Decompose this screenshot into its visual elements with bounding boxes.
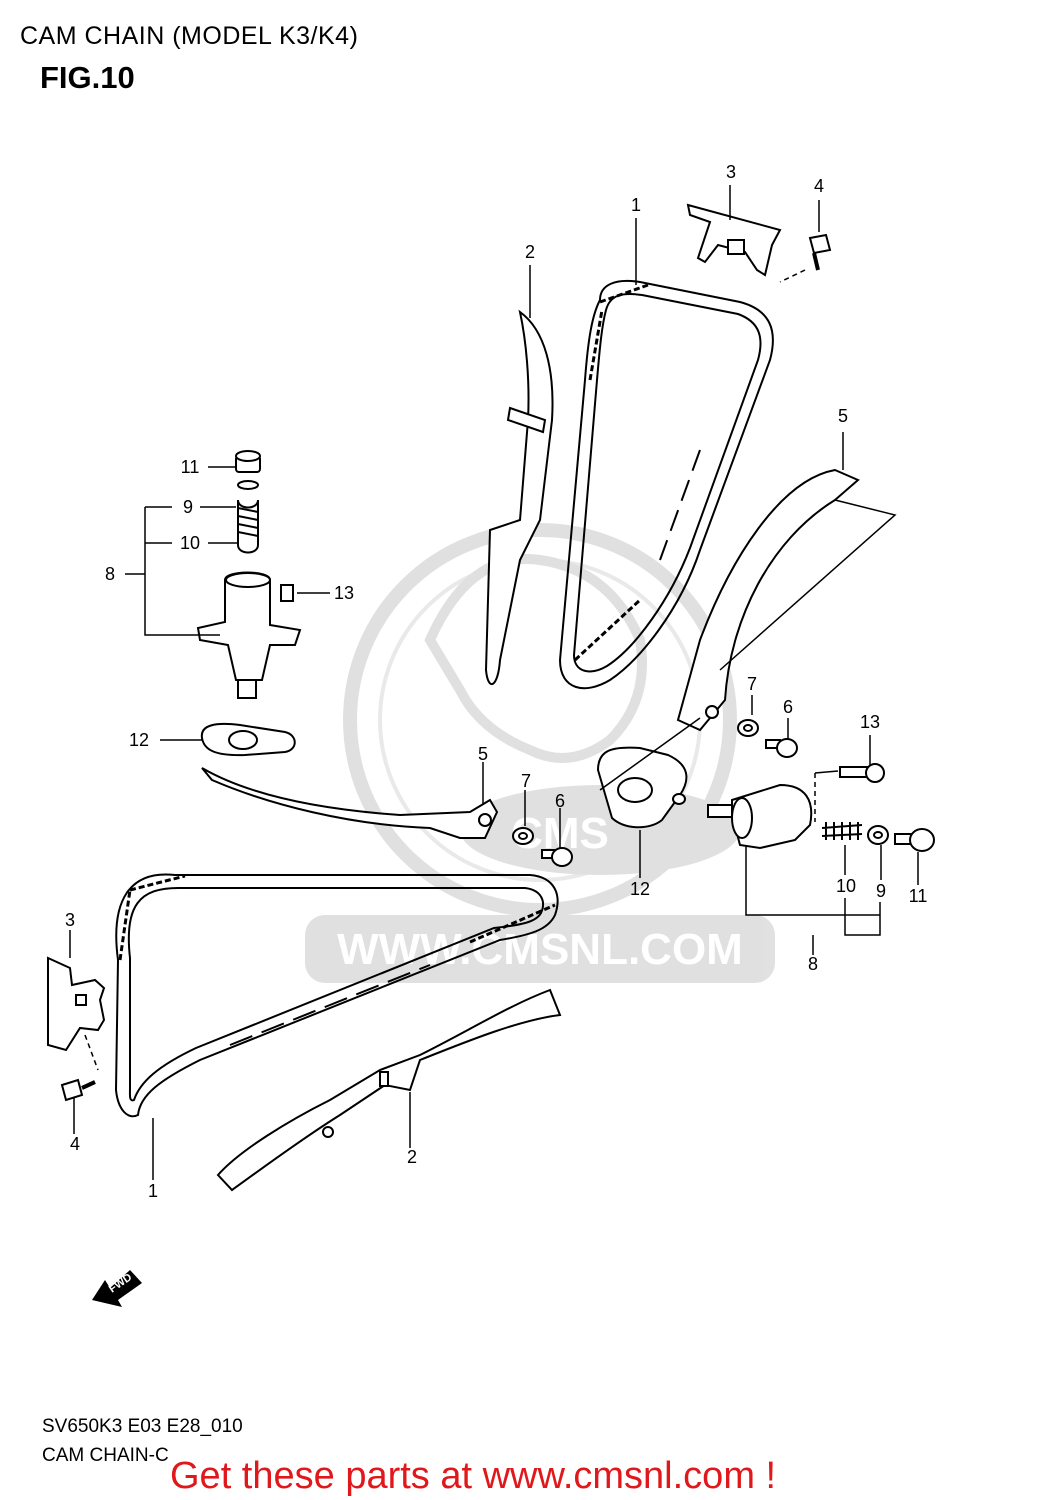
upper-tensioner-arm	[676, 468, 897, 732]
callout-12-right: 12	[630, 879, 650, 899]
upper-guide-bolt	[808, 233, 832, 271]
callout-labels: 1 1 2 2 3 3 4 4 5 5 6 6 7 7 8 8 9 9 10 1…	[65, 162, 927, 1201]
callout-4-lower: 4	[70, 1134, 80, 1154]
callout-5-upper: 5	[838, 406, 848, 426]
upper-cam-chain	[558, 280, 774, 690]
callout-9-left: 9	[183, 497, 193, 517]
callout-2-upper: 2	[525, 242, 535, 262]
watermark-url: WWW.CMSNL.COM	[337, 925, 743, 974]
callout-3-lower: 3	[65, 910, 75, 930]
section-name: CAM CHAIN-C	[42, 1445, 169, 1466]
shop-link[interactable]: Get these parts at www.cmsnl.com !	[170, 1455, 777, 1497]
callout-7-right: 7	[747, 674, 757, 694]
middle-washer	[512, 827, 534, 845]
model-code: SV650K3 E03 E28_010	[42, 1416, 243, 1437]
left-tensioner-assembly	[196, 450, 302, 757]
callout-6-middle: 6	[555, 791, 565, 811]
middle-bolt	[541, 847, 573, 867]
forward-direction-arrow: FWD	[92, 1270, 142, 1307]
callout-9-right: 9	[876, 881, 886, 901]
callout-4-upper: 4	[814, 176, 824, 196]
middle-tensioner-arm	[201, 767, 499, 839]
callout-11-left: 11	[181, 457, 200, 477]
callout-5-middle: 5	[478, 744, 488, 764]
callout-8-right: 8	[808, 954, 818, 974]
lower-cam-chain	[114, 873, 559, 1118]
right-bolt	[765, 738, 798, 758]
callout-7-middle: 7	[521, 771, 531, 791]
lower-chain-guide	[216, 988, 562, 1192]
upper-guide-bracket	[686, 203, 782, 277]
callout-11-right: 11	[909, 886, 928, 906]
callout-10-right: 10	[836, 876, 856, 896]
right-tensioner-assembly	[596, 717, 935, 852]
lower-guide-bolt	[60, 1078, 96, 1102]
lower-guide-bracket	[47, 956, 106, 1052]
leader-lines	[69, 185, 919, 1180]
callout-13-right: 13	[860, 712, 880, 732]
callout-8-left: 8	[105, 564, 115, 584]
right-washer	[737, 719, 759, 737]
callout-6-right: 6	[783, 697, 793, 717]
callout-12-left: 12	[129, 730, 149, 750]
callout-10-left: 10	[180, 533, 200, 553]
page-title: CAM CHAIN (MODEL K3/K4)	[20, 22, 359, 50]
callout-3-upper: 3	[726, 162, 736, 182]
callout-1-lower: 1	[148, 1181, 158, 1201]
callout-13-left: 13	[334, 583, 354, 603]
callout-2-lower: 2	[407, 1147, 417, 1167]
upper-chain-guide	[484, 309, 554, 685]
figure-number: FIG.10	[40, 60, 135, 95]
callout-1-upper: 1	[631, 195, 641, 215]
